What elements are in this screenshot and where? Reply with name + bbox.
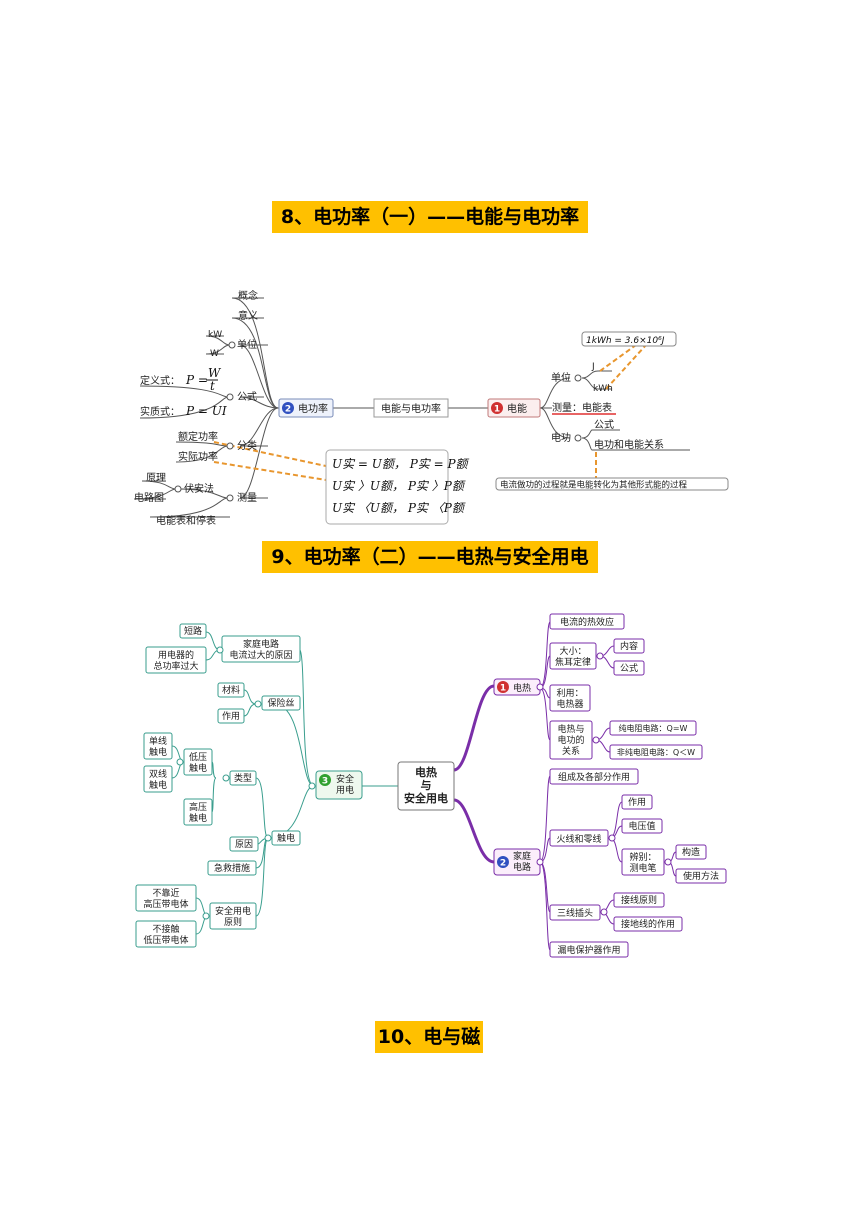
energy-node-number: 1	[494, 405, 500, 415]
kwh-conversion-box	[581, 331, 677, 347]
meter-stopwatch-label: 电能表和停表	[156, 514, 216, 527]
definition-formula-numerator: W	[208, 366, 222, 380]
unit-j: J	[591, 362, 595, 372]
principle-label: 原理	[146, 472, 166, 484]
voltage-power-relation-box	[325, 449, 449, 525]
essence-formula: P = UI	[185, 404, 227, 418]
unit-kw: kW	[208, 330, 222, 340]
definition-formula: P =	[185, 373, 208, 387]
definition-formula-denominator: t	[210, 379, 215, 393]
relation-less: U实 〈U额， P实 〈P额	[332, 501, 466, 515]
collapse-toggle[interactable]	[226, 393, 234, 401]
relation-equal: U实 = U额， P实 = P额	[332, 457, 470, 471]
section-title-9: 9、电功率（二）——电热与安全用电	[262, 541, 598, 573]
collapse-toggle[interactable]	[226, 442, 234, 450]
electric-work-label: 电功	[551, 431, 571, 444]
power-measure-label: 测量	[237, 491, 257, 504]
definition-formula-label: 定义式：	[140, 374, 180, 387]
number-badge-1	[491, 402, 503, 414]
work-energy-relation-label: 电功和电能关系	[594, 438, 664, 451]
energy-measure-label: 测量：电能表	[552, 401, 612, 414]
relation-greater: U实 〉U额， P实 〉P额	[332, 479, 466, 493]
unit-kwh: kWh	[593, 384, 613, 394]
collapse-toggle[interactable]	[228, 341, 236, 349]
unit-w: W	[210, 349, 219, 359]
collapse-toggle[interactable]	[174, 485, 182, 493]
work-formula-label: 公式	[594, 418, 614, 431]
essence-formula-label: 实质式：	[140, 405, 180, 418]
power-node-box	[278, 398, 334, 418]
concept-label: 概念	[238, 289, 258, 302]
voltammeter-method-label: 伏安法	[184, 482, 214, 495]
meaning-label: 意义	[238, 309, 258, 322]
power-unit-label: 单位	[237, 338, 257, 351]
energy-unit-label: 单位	[551, 371, 571, 384]
rated-power-label: 额定功率	[178, 430, 218, 443]
power-formula-label: 公式	[237, 390, 257, 403]
work-process-note-box	[495, 477, 729, 491]
collapse-toggle[interactable]	[226, 494, 234, 502]
power-node-number: 2	[285, 405, 291, 415]
collapse-toggle[interactable]	[574, 434, 582, 442]
section-title-10: 10、电与磁	[375, 1021, 483, 1053]
center-node-box	[373, 398, 449, 418]
collapse-toggle[interactable]	[574, 374, 582, 382]
number-badge-2	[282, 402, 294, 414]
kwh-conversion: 1kWh = 3.6×10⁶J	[586, 336, 665, 346]
actual-power-label: 实际功率	[178, 450, 218, 463]
circuit-diagram-label: 电路图	[134, 491, 164, 504]
center-node-label: 电能与电功率	[381, 402, 441, 415]
classify-label: 分类	[237, 439, 257, 452]
energy-node-label: 电能	[507, 402, 527, 415]
energy-node-box	[487, 398, 541, 418]
work-process-note: 电流做功的过程就是电能转化为其他形式能的过程	[500, 480, 688, 491]
section-title-8: 8、电功率（一）——电能与电功率	[272, 201, 588, 233]
power-node-label: 电功率	[298, 402, 328, 415]
